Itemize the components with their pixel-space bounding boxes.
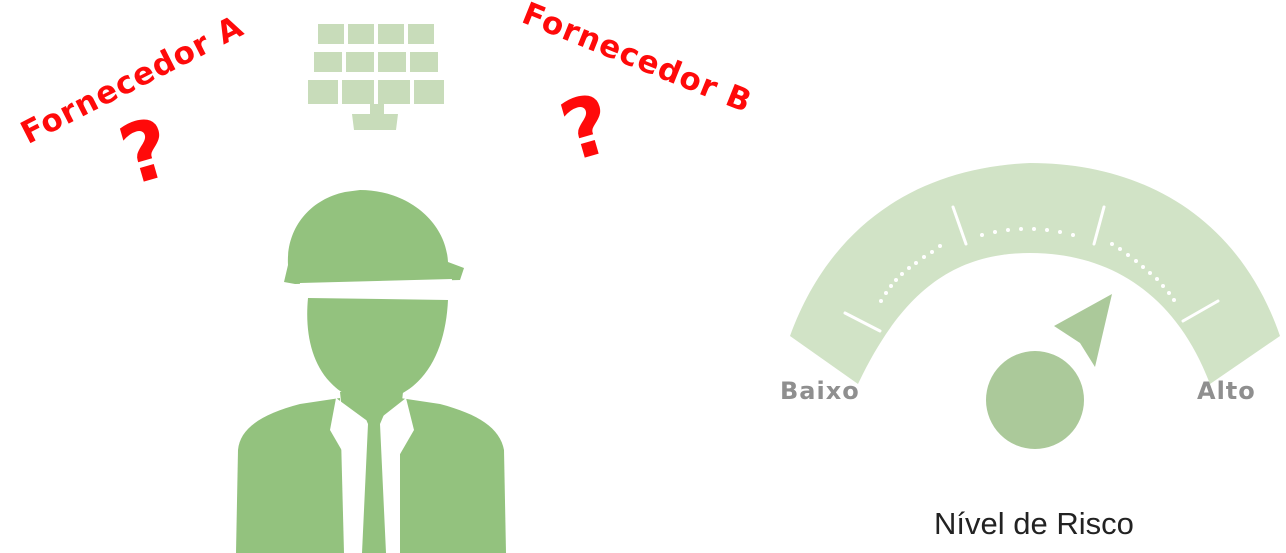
head bbox=[307, 298, 448, 402]
engineer-with-helmet-icon bbox=[236, 190, 506, 553]
gauge-high-label: Alto bbox=[1197, 377, 1256, 405]
gauge-minor-ticks bbox=[879, 227, 1176, 303]
gauge-hub bbox=[986, 351, 1084, 449]
helmet-brim-gap bbox=[299, 279, 453, 289]
torso bbox=[236, 398, 344, 553]
shirt-right bbox=[378, 410, 400, 553]
gauge-title: Nível de Risco bbox=[934, 506, 1134, 541]
gauge-low-label: Baixo bbox=[780, 377, 860, 405]
torso-right bbox=[396, 398, 506, 553]
solar-panel-icon bbox=[308, 24, 444, 130]
gauge-major-ticks bbox=[843, 205, 1220, 333]
risk-gauge-icon bbox=[790, 163, 1280, 449]
gauge-arc bbox=[790, 163, 1280, 384]
helmet bbox=[284, 190, 464, 284]
shirt-left bbox=[344, 410, 366, 553]
gauge-needle bbox=[1054, 294, 1112, 367]
tie bbox=[362, 400, 386, 553]
